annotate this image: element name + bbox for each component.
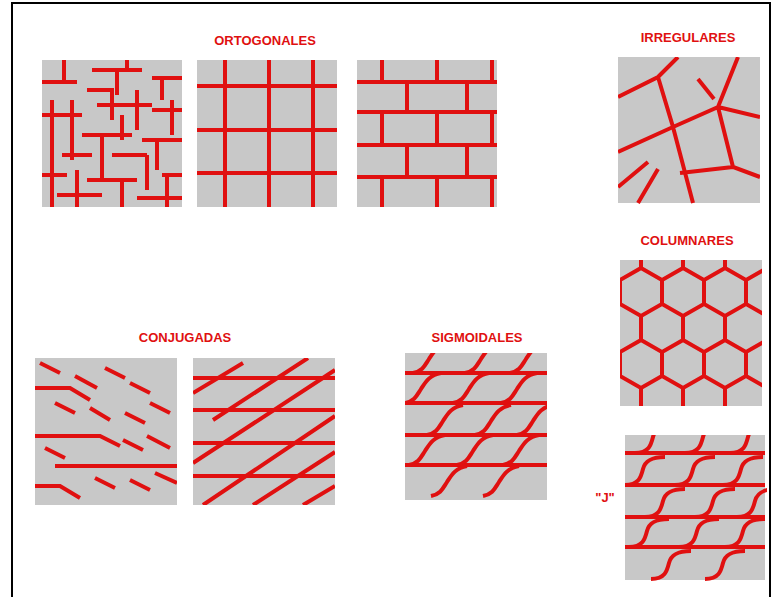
rock-square [405, 353, 547, 500]
rock-square [618, 57, 760, 203]
conjugate-joints [35, 358, 177, 505]
hexagon-joints [620, 260, 762, 406]
joint-lines [405, 373, 547, 465]
sigmoid-joints [405, 353, 547, 496]
rock-square [357, 60, 497, 207]
pattern-label: COLUMNARES [640, 234, 733, 247]
conjugate-joints [193, 358, 335, 505]
orthogonal-maze [42, 60, 182, 207]
frame [12, 3, 770, 597]
rock-square [42, 60, 182, 207]
orthogonal-brick [357, 60, 497, 207]
joint-lines [625, 453, 765, 547]
j-shaped-joints [625, 435, 767, 580]
rock-square [625, 435, 765, 580]
pattern-label: IRREGULARES [641, 31, 736, 44]
sigmoidal-joints [405, 353, 547, 500]
joint-lines [357, 60, 497, 207]
rock-square [193, 358, 335, 505]
joint-lines [42, 60, 182, 207]
orthogonal-grid [197, 60, 337, 207]
pattern-label: ORTOGONALES [214, 34, 316, 47]
joint-lines [35, 363, 177, 498]
columnar-joints [620, 260, 762, 406]
rock-square [197, 60, 337, 207]
pattern-label: "J" [595, 491, 615, 504]
pattern-label: SIGMOIDALES [431, 331, 522, 344]
joint-lines [193, 358, 335, 505]
irregular-joints [618, 57, 760, 203]
j-joints [625, 435, 767, 579]
joint-lines [618, 57, 760, 203]
rock-square [620, 260, 762, 406]
joint-lines [197, 60, 337, 207]
pattern-label: CONJUGADAS [139, 331, 231, 344]
rock-square [35, 358, 177, 505]
